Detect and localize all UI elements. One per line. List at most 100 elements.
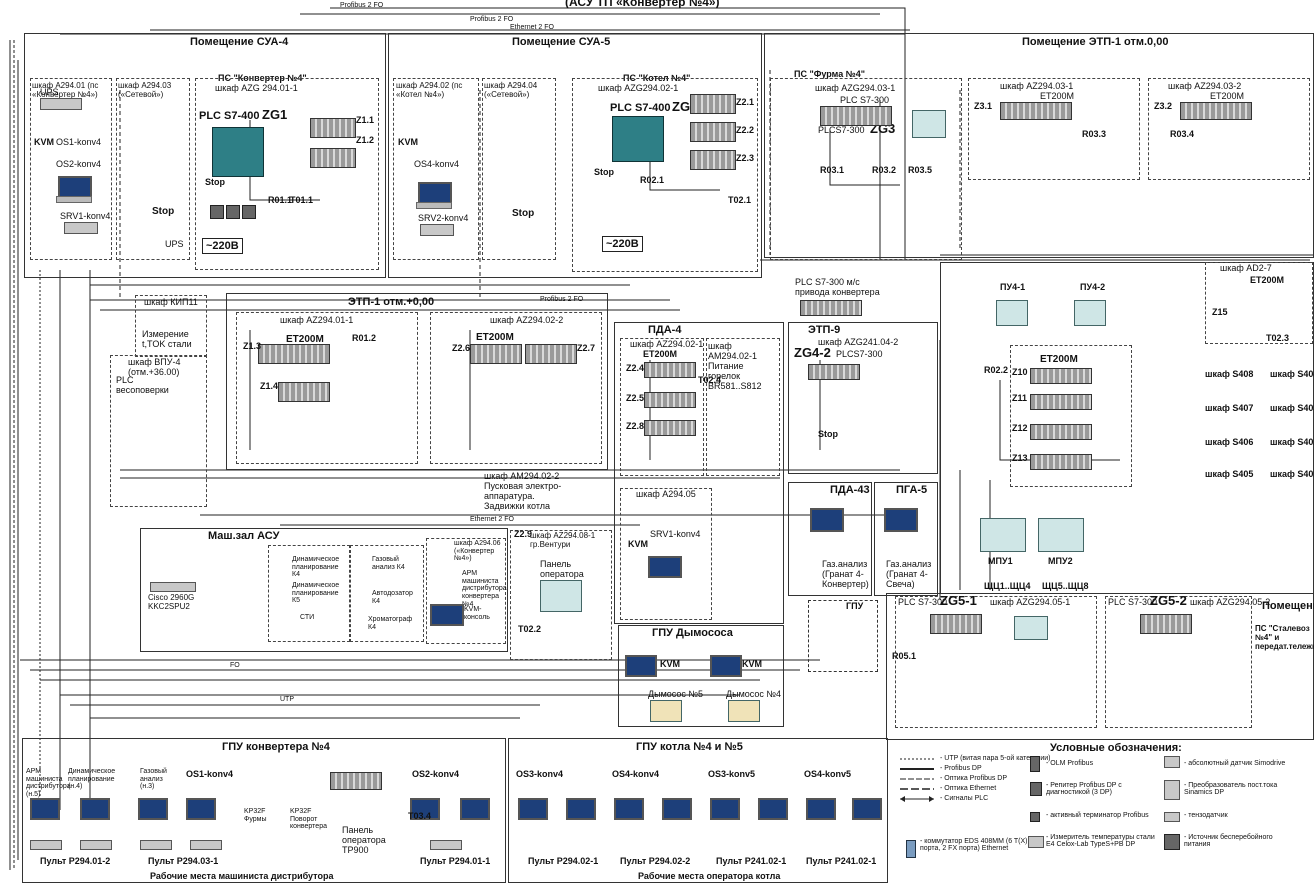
kvm-a29401: KVM xyxy=(34,138,54,148)
room-etp9-title: ЭТП-9 xyxy=(808,324,840,336)
eds-icon xyxy=(906,840,916,858)
z15-label: Z15 xyxy=(1212,308,1228,318)
monitor-k2[interactable] xyxy=(566,798,596,820)
kvm-keyboard-1[interactable] xyxy=(56,196,92,203)
panel-zg51[interactable] xyxy=(1014,616,1048,640)
panel-mpu2[interactable] xyxy=(1038,518,1084,552)
kbd-c4[interactable] xyxy=(190,840,222,850)
cabinet-kip11-label: шкаф КИП11 xyxy=(144,298,198,308)
io-z25[interactable] xyxy=(644,392,696,408)
cisco-label: Cisco 2960G KKC2SPU2 xyxy=(148,594,198,612)
io-z22[interactable] xyxy=(690,122,736,142)
gaz2-label: Газ.анализ (Гранат 4-Свеча) xyxy=(886,560,932,590)
mpu2-label: МПУ2 xyxy=(1048,557,1073,567)
kvm-monitor-1[interactable] xyxy=(58,176,92,198)
kvm-keyboard-2[interactable] xyxy=(416,202,452,209)
monitor-dym-2[interactable] xyxy=(710,655,742,677)
monitor-k6[interactable] xyxy=(758,798,788,820)
sti-label: СТИ xyxy=(300,614,314,622)
io-z24[interactable] xyxy=(644,362,696,378)
io-z11[interactable] xyxy=(310,118,356,138)
legend-tenzo: - тензодатчик xyxy=(1184,812,1228,819)
io-zg52[interactable] xyxy=(1140,614,1192,634)
pult-p294011: Пульт Р294.01-1 xyxy=(420,857,490,867)
shch1-label: ЩЦ1..ЩЦ4 xyxy=(984,582,1031,592)
zg4-label: ZG4-2 xyxy=(794,346,831,360)
io-z33[interactable] xyxy=(330,772,382,790)
io-zg3[interactable] xyxy=(820,106,892,126)
pult-p294021: Пульт Р294.02-1 xyxy=(528,857,598,867)
monitor-k8[interactable] xyxy=(852,798,882,820)
io-z13b[interactable] xyxy=(1030,454,1092,470)
tp900-label: Панель оператора TP900 xyxy=(342,826,402,856)
io-z32[interactable] xyxy=(1180,102,1252,120)
monitor-c3[interactable] xyxy=(138,798,168,820)
panel-pu41[interactable] xyxy=(996,300,1028,326)
room-etp1-plus-title: ЭТП-1 отм.+0,00 xyxy=(348,296,434,308)
io-z12[interactable] xyxy=(310,148,356,168)
io-z13[interactable] xyxy=(258,344,330,364)
link-profibus-top: Profibus 2 FO xyxy=(340,2,383,10)
panel-pu42[interactable] xyxy=(1074,300,1106,326)
monitor-c6[interactable] xyxy=(460,798,490,820)
kbd-c3[interactable] xyxy=(140,840,172,850)
monitor-k3[interactable] xyxy=(614,798,644,820)
io-zg51[interactable] xyxy=(930,614,982,634)
kvm-monitor-mz[interactable] xyxy=(430,604,464,626)
monitor-dym-1[interactable] xyxy=(625,655,657,677)
panel-dym4[interactable] xyxy=(728,700,760,722)
r032-label: R03.2 xyxy=(872,166,896,176)
io-z26[interactable] xyxy=(470,344,522,364)
monitor-pda43[interactable] xyxy=(810,508,844,532)
kvm-monitor-2[interactable] xyxy=(418,182,452,204)
z32-label: Z3.2 xyxy=(1154,102,1172,112)
kbd-c1[interactable] xyxy=(30,840,62,850)
monitor-k5[interactable] xyxy=(710,798,740,820)
panel-dym5[interactable] xyxy=(650,700,682,722)
t011-label: T01.1 xyxy=(290,196,313,206)
monitor-c2[interactable] xyxy=(80,798,110,820)
io-zg4[interactable] xyxy=(808,364,860,380)
io-z28[interactable] xyxy=(644,420,696,436)
link-eth-mid: Ethernet 2 FO xyxy=(470,516,514,524)
legend-olm: - OLM Profibus xyxy=(1046,760,1093,767)
panel-ktp600[interactable] xyxy=(540,580,582,612)
pult-p2940121: Пульт Р294.01-2 xyxy=(40,857,110,867)
srv2-box[interactable] xyxy=(420,224,454,236)
operator-panel-zg3[interactable] xyxy=(912,110,946,138)
io-z27[interactable] xyxy=(525,344,577,364)
tenzo-icon xyxy=(1164,812,1180,822)
kbd-c5[interactable] xyxy=(430,840,462,850)
io-z14[interactable] xyxy=(278,382,330,402)
zg52-label: ZG5-2 xyxy=(1150,594,1187,608)
monitor-k7[interactable] xyxy=(806,798,836,820)
monitor-k4[interactable] xyxy=(662,798,692,820)
monitor-c4[interactable] xyxy=(186,798,216,820)
cabinet-az294022 xyxy=(430,312,602,464)
io-z31[interactable] xyxy=(1000,102,1072,120)
room-etp2-ps: ПС "Сталевоз №4" и передат.тележка xyxy=(1255,625,1313,651)
io-s7300-privod[interactable] xyxy=(800,300,862,316)
z25-label: Z2.5 xyxy=(626,394,644,404)
plc-zg1[interactable] xyxy=(212,127,264,177)
kvm-kons-label: KVM-консоль xyxy=(464,606,504,621)
kvm-monitor-3[interactable] xyxy=(648,556,682,578)
io-z11b[interactable] xyxy=(1030,394,1092,410)
kvm-a29405: KVM xyxy=(628,540,648,550)
io-z10[interactable] xyxy=(1030,368,1092,384)
panel-mpu1[interactable] xyxy=(980,518,1026,552)
pu42-label: ПУ4-2 xyxy=(1080,283,1105,293)
io-z12b[interactable] xyxy=(1030,424,1092,440)
plc-zg2[interactable] xyxy=(612,116,664,162)
srv1-box[interactable] xyxy=(64,222,98,234)
io-z23[interactable] xyxy=(690,150,736,170)
io-z21[interactable] xyxy=(690,94,736,114)
cisco-switch[interactable] xyxy=(150,582,196,592)
kbd-c2[interactable] xyxy=(80,840,112,850)
cabinet-az29408-label: шкаф AZ294.08-1 гр.Вентури xyxy=(530,532,608,550)
z27-label: Z2.7 xyxy=(577,344,595,354)
monitor-pga5[interactable] xyxy=(884,508,918,532)
monitor-k1[interactable] xyxy=(518,798,548,820)
monitor-c1[interactable] xyxy=(30,798,60,820)
link-utp-1: UTP xyxy=(280,696,294,704)
